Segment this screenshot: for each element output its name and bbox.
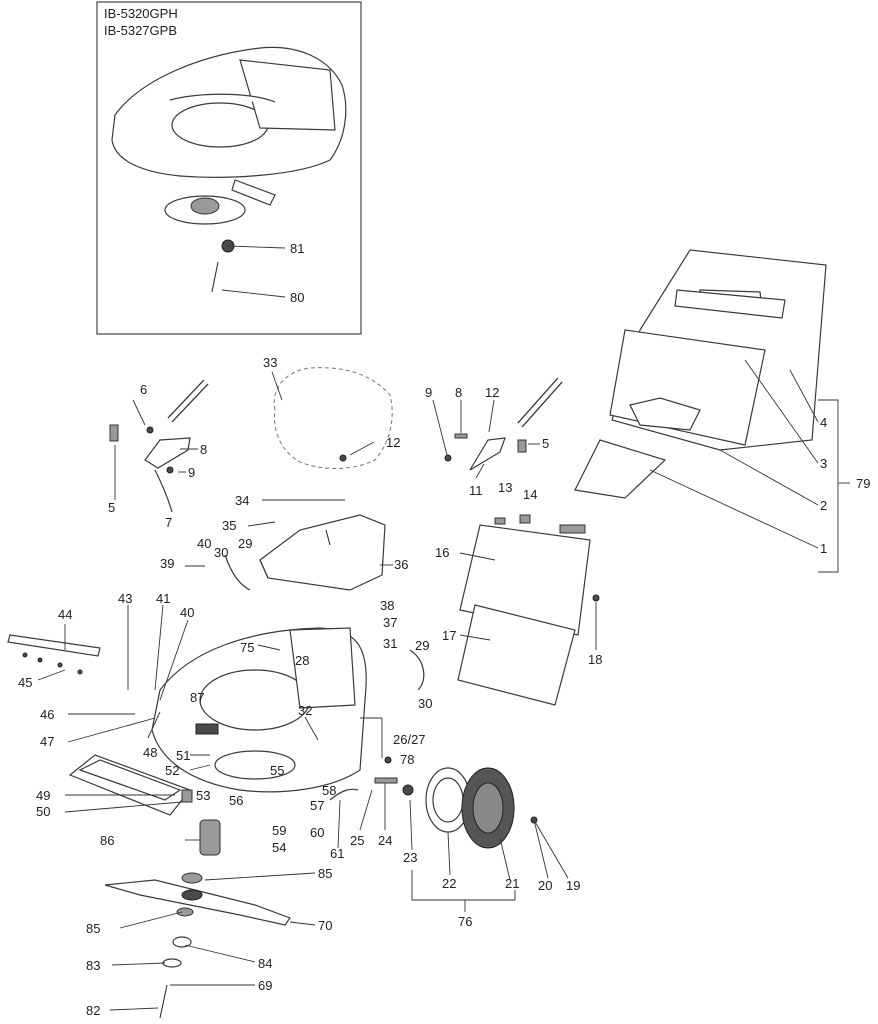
baffle [259, 514, 386, 591]
label-28: 28 [295, 653, 309, 668]
inset-panel: IB-5320GPH IB-5327GPB [96, 1, 362, 335]
label-9a: 9 [188, 465, 195, 480]
label-35: 35 [222, 518, 236, 533]
label-49: 49 [36, 788, 50, 803]
label-29b: 29 [415, 638, 429, 653]
label-12a: 12 [485, 385, 499, 400]
label-78: 78 [400, 752, 414, 767]
label-46: 46 [40, 707, 54, 722]
label-8b: 8 [455, 385, 462, 400]
label-8a: 8 [200, 442, 207, 457]
label-39: 39 [160, 556, 174, 571]
label-76: 76 [458, 914, 472, 929]
label-21: 21 [505, 876, 519, 891]
label-86: 86 [100, 833, 114, 848]
label-54: 54 [272, 840, 286, 855]
label-80: 80 [290, 290, 304, 305]
label-5a: 5 [108, 500, 115, 515]
axle-bar [7, 634, 101, 675]
label-60: 60 [310, 825, 324, 840]
label-53: 53 [196, 788, 210, 803]
label-19: 19 [566, 878, 580, 893]
label-57: 57 [310, 798, 324, 813]
label-82: 82 [86, 1003, 100, 1018]
label-87: 87 [190, 690, 204, 705]
label-84: 84 [258, 956, 272, 971]
blade [104, 879, 291, 926]
label-18: 18 [588, 652, 602, 667]
label-37: 37 [383, 615, 397, 630]
label-75: 75 [240, 640, 254, 655]
label-14: 14 [523, 487, 537, 502]
label-13: 13 [498, 480, 512, 495]
label-56: 56 [229, 793, 243, 808]
label-29a: 29 [238, 536, 252, 551]
label-30a: 30 [214, 545, 228, 560]
spindle-stack [159, 819, 221, 1019]
label-69: 69 [258, 978, 272, 993]
inset-model-2: IB-5327GPB [104, 23, 177, 38]
label-12b: 12 [386, 435, 400, 450]
label-30b: 30 [418, 696, 432, 711]
label-40b: 40 [180, 605, 194, 620]
label-11: 11 [469, 483, 483, 498]
label-3: 3 [820, 456, 827, 471]
label-47: 47 [40, 734, 54, 749]
label-52: 52 [165, 763, 179, 778]
label-81: 81 [290, 241, 304, 256]
inset-model-1: IB-5320GPH [104, 6, 178, 21]
label-79: 79 [856, 476, 870, 491]
label-43: 43 [118, 591, 132, 606]
small-hardware [224, 554, 425, 801]
label-31: 31 [383, 636, 397, 651]
label-33: 33 [263, 355, 277, 370]
label-25: 25 [350, 833, 364, 848]
label-38: 38 [380, 598, 394, 613]
label-48: 48 [143, 745, 157, 760]
label-34: 34 [235, 493, 249, 508]
label-50: 50 [36, 804, 50, 819]
wheel-assembly [402, 767, 538, 849]
label-41: 41 [156, 591, 170, 606]
label-17: 17 [442, 628, 456, 643]
label-83: 83 [86, 958, 100, 973]
label-22: 22 [442, 876, 456, 891]
label-85b: 85 [86, 921, 100, 936]
grass-bag [574, 249, 827, 499]
label-85a: 85 [318, 866, 332, 881]
rear-flap [457, 514, 600, 706]
label-26-27: 26/27 [393, 732, 426, 747]
label-7: 7 [165, 515, 172, 530]
label-5b: 5 [542, 436, 549, 451]
label-44: 44 [58, 607, 72, 622]
label-1: 1 [820, 541, 827, 556]
label-59: 59 [272, 823, 286, 838]
label-6: 6 [140, 382, 147, 397]
label-51: 51 [176, 748, 190, 763]
label-70: 70 [318, 918, 332, 933]
left-handle-parts [109, 379, 209, 513]
mower-deck [151, 627, 367, 793]
label-2: 2 [820, 498, 827, 513]
leader-lines [37, 245, 850, 1011]
label-40a: 40 [197, 536, 211, 551]
label-32: 32 [298, 703, 312, 718]
part-labels: 81 80 1 2 3 4 79 33 12 34 35 36 16 17 18… [18, 241, 870, 1018]
label-24: 24 [378, 833, 392, 848]
right-handle-parts [444, 377, 563, 471]
label-58: 58 [322, 783, 336, 798]
label-4: 4 [820, 415, 827, 430]
label-20: 20 [538, 878, 552, 893]
label-16: 16 [435, 545, 449, 560]
label-45: 45 [18, 675, 32, 690]
label-23: 23 [403, 850, 417, 865]
label-36: 36 [394, 557, 408, 572]
label-55: 55 [270, 763, 284, 778]
front-tray [68, 754, 193, 816]
engine-outline [273, 367, 393, 469]
label-61: 61 [330, 846, 344, 861]
label-9b: 9 [425, 385, 432, 400]
